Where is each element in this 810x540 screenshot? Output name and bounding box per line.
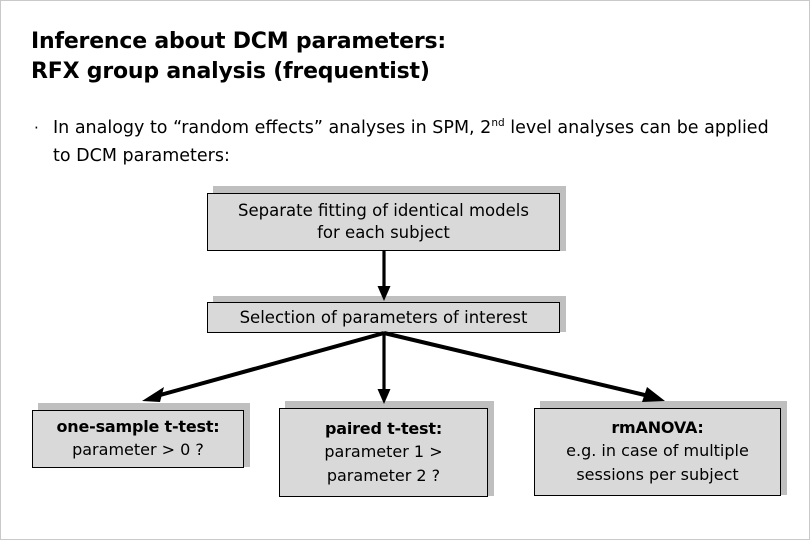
bullet-superscript: nd xyxy=(491,117,505,130)
bullet-text-part-2: level analyses can be applied to DCM par… xyxy=(53,118,769,166)
flow-box-rmanova[interactable]: rmANOVA: e.g. in case of multiple sessio… xyxy=(534,408,781,496)
flow-box-one-sample-t-test-header: one-sample t-test: xyxy=(56,417,220,436)
bullet-text-part-1: In analogy to “random effects” analyses … xyxy=(53,118,492,138)
flow-arrow-selection-to-paired xyxy=(377,333,391,404)
flow-box-one-sample-t-test-line-1: parameter > 0 ? xyxy=(72,440,204,459)
flow-box-rmanova-line-1: e.g. in case of multiple xyxy=(566,441,749,460)
flow-box-selection-of-parameters-line-1: Selection of parameters of interest xyxy=(239,307,528,327)
flow-box-paired-t-test-header: paired t-test: xyxy=(324,418,443,438)
flow-box-separate-fitting-line-2: for each subject xyxy=(317,223,450,242)
flow-arrow-selection-to-one-sample xyxy=(142,331,385,402)
flow-box-selection-of-parameters[interactable]: Selection of parameters of interest xyxy=(207,302,560,333)
bullet-marker-icon: · xyxy=(34,119,39,137)
flow-box-paired-t-test[interactable]: paired t-test: parameter 1 > parameter 2… xyxy=(279,408,488,497)
flow-box-rmanova-header: rmANOVA: xyxy=(611,418,704,437)
flow-box-one-sample-t-test[interactable]: one-sample t-test: parameter > 0 ? xyxy=(32,410,244,468)
slide-title-line-1: Inference about DCM parameters: xyxy=(31,29,447,54)
flow-box-separate-fitting[interactable]: Separate fitting of identical models for… xyxy=(207,193,560,251)
slide-title-line-2: RFX group analysis (frequentist) xyxy=(31,58,430,84)
flow-box-rmanova-line-2: sessions per subject xyxy=(576,465,739,484)
flow-box-paired-t-test-line-2: parameter 2 ? xyxy=(326,465,441,485)
flow-box-separate-fitting-line-1: Separate fitting of identical models xyxy=(238,201,529,220)
bullet-text: In analogy to “random effects” analyses … xyxy=(53,114,781,170)
flow-arrow-fitting-to-selection xyxy=(377,251,391,301)
flow-arrow-selection-to-rmanova xyxy=(383,331,665,402)
slide-title: Inference about DCM parameters: RFX grou… xyxy=(31,27,771,86)
bullet-paragraph: · In analogy to “random effects” analyse… xyxy=(31,114,781,170)
flow-box-paired-t-test-line-1: parameter 1 > xyxy=(324,441,443,461)
